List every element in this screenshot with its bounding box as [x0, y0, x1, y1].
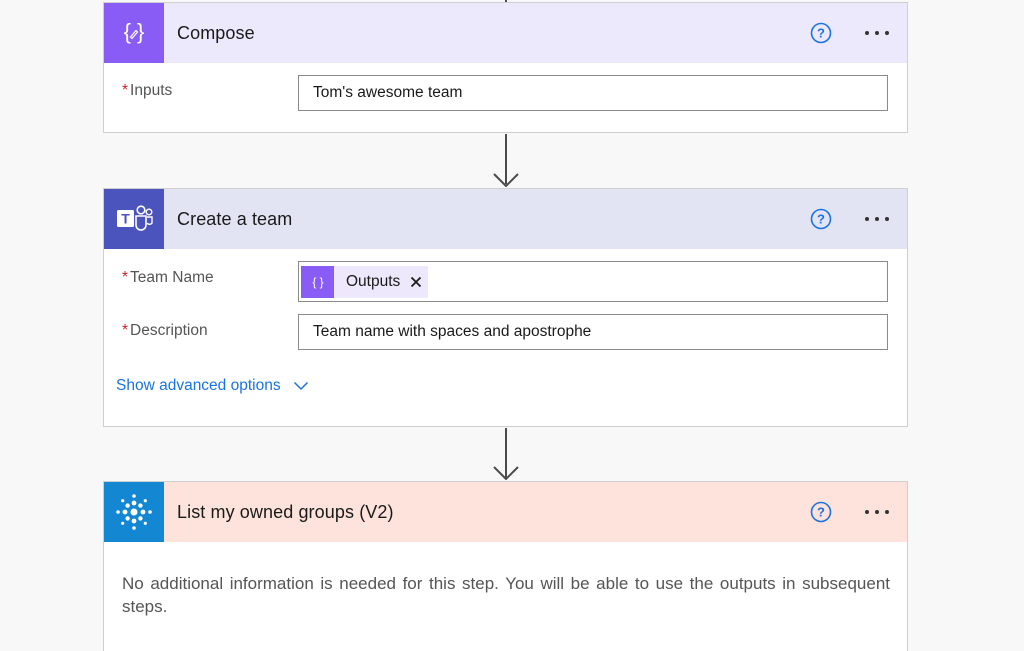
list-groups-header[interactable]: List my owned groups (V2) ?: [104, 482, 907, 542]
compose-title: Compose: [177, 22, 255, 43]
create-team-header[interactable]: T Create a team ?: [104, 189, 907, 249]
more-dots-icon[interactable]: [862, 501, 892, 523]
arrow-down-icon: [493, 173, 519, 187]
required-marker: *: [122, 82, 129, 99]
help-circle-icon[interactable]: ?: [810, 22, 832, 44]
teams-logo-icon: T: [104, 189, 164, 249]
list-groups-title: List my owned groups (V2): [177, 501, 394, 522]
more-dots-icon[interactable]: [862, 208, 892, 230]
arrow-down-icon: [493, 466, 519, 480]
help-circle-icon[interactable]: ?: [810, 208, 832, 230]
svg-text:T: T: [121, 211, 130, 227]
compose-braces-icon: { }: [301, 265, 334, 298]
svg-text:?: ?: [817, 212, 825, 227]
close-icon[interactable]: [410, 276, 422, 288]
required-marker: *: [122, 322, 129, 339]
team-name-field[interactable]: { } Outputs: [298, 261, 888, 302]
inputs-value: Tom's awesome team: [313, 84, 463, 101]
svg-text:?: ?: [817, 505, 825, 520]
create-team-title: Create a team: [177, 208, 293, 229]
outputs-token-label: Outputs: [346, 272, 401, 290]
description-value: Team name with spaces and apostrophe: [313, 323, 592, 340]
connector-line: [505, 428, 507, 478]
compose-braces-icon: { }: [104, 3, 164, 63]
compose-header[interactable]: { } Compose ?: [104, 3, 907, 63]
show-advanced-options-link[interactable]: Show advanced options: [116, 377, 309, 395]
chevron-down-icon: [293, 381, 308, 391]
show-advanced-options-label: Show advanced options: [116, 377, 281, 394]
description-field[interactable]: Team name with spaces and apostrophe: [298, 314, 888, 350]
svg-text:{ }: { }: [124, 19, 145, 44]
required-marker: *: [122, 269, 129, 286]
list-groups-info-text: No additional information is needed for …: [122, 574, 890, 616]
inputs-label: *Inputs: [122, 82, 173, 99]
team-name-label: *Team Name: [122, 269, 214, 286]
create-team-card[interactable]: T Create a team ? *Team Name { } Ou: [103, 188, 908, 427]
compose-card[interactable]: { } Compose ? *Inputs Tom's awesome team: [103, 2, 908, 133]
svg-text:?: ?: [817, 26, 825, 41]
list-groups-card[interactable]: List my owned groups (V2) ? No additiona…: [103, 481, 908, 651]
more-dots-icon[interactable]: [862, 22, 892, 44]
description-label: *Description: [122, 322, 208, 339]
groups-dots-icon: [104, 482, 164, 542]
help-circle-icon[interactable]: ?: [810, 501, 832, 523]
connector-line-top: [505, 0, 507, 2]
outputs-token[interactable]: { } Outputs: [301, 265, 429, 298]
connector-line: [505, 134, 507, 184]
inputs-field[interactable]: Tom's awesome team: [298, 75, 888, 111]
svg-text:{ }: { }: [312, 275, 323, 289]
